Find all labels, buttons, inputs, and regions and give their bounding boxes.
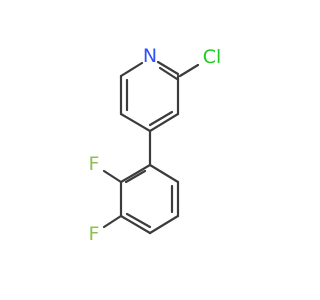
bond-b3-f: [102, 214, 123, 229]
bond-c3-c4: [148, 112, 180, 133]
bond-n-c2: [156, 60, 180, 76]
bond-b6-b1: [148, 163, 180, 184]
bond-c3-c4-inner: [148, 110, 174, 127]
bond-b1-b2-inner: [124, 169, 147, 184]
bond-c4-c5: [119, 112, 152, 133]
bond-b3-b4: [119, 214, 152, 235]
bond-b3-b4-inner: [125, 212, 152, 229]
atom-labels: N Cl F F: [89, 45, 222, 245]
chemical-structure: N Cl F F: [89, 45, 222, 245]
bond-b4-b5: [148, 214, 180, 235]
chlorine-label: Cl: [203, 46, 222, 68]
fluorine-label-bottom: F: [89, 223, 100, 245]
fluorine-label-top: F: [89, 153, 100, 175]
bond-c6-n: [119, 61, 144, 78]
bond-b1-b2: [119, 163, 152, 184]
bond-n-c2-inner: [158, 66, 179, 81]
bond-c2-cl: [178, 63, 200, 78]
bond-b2-f: [102, 169, 123, 184]
bonds: [102, 60, 200, 235]
nitrogen-label: N: [143, 45, 157, 67]
